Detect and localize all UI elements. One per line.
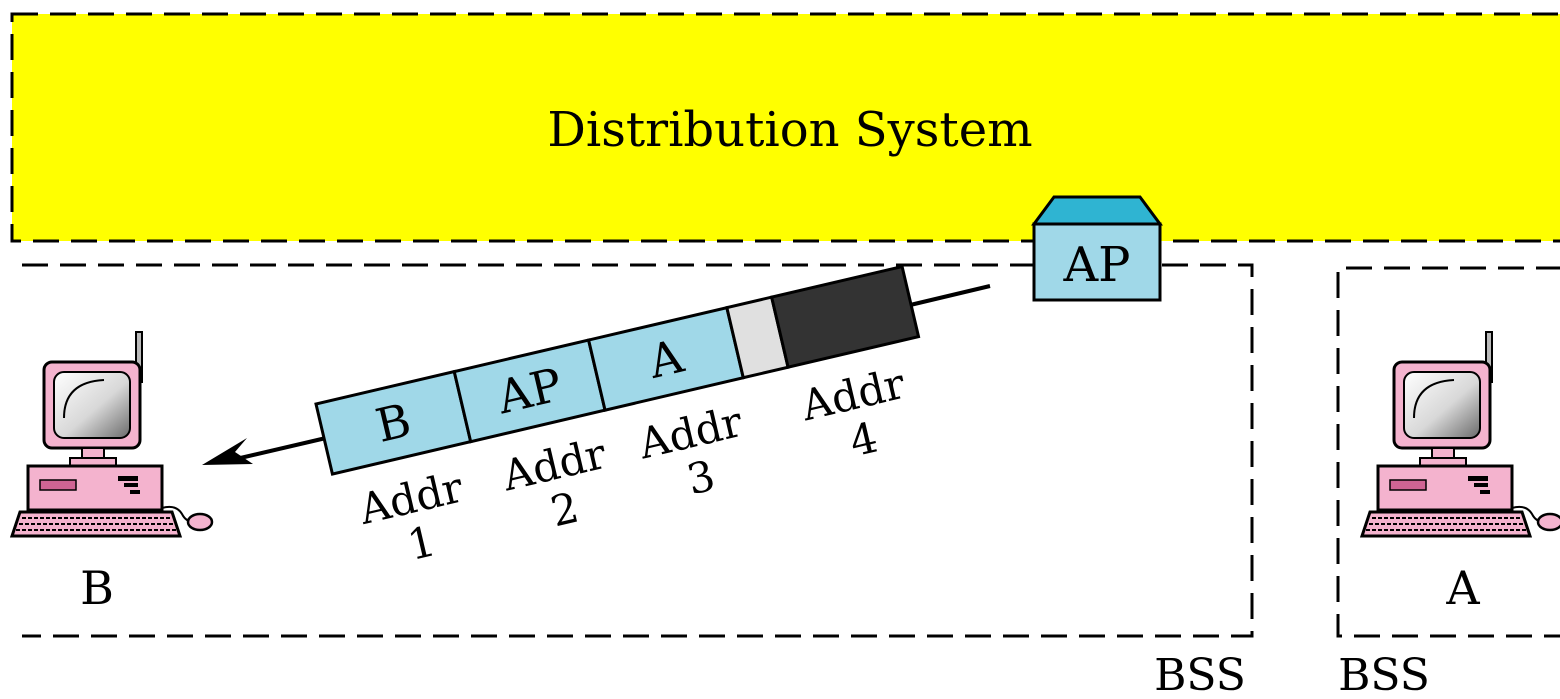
distribution-system-label: Distribution System bbox=[547, 102, 1032, 158]
bss-label-left: BSS bbox=[1154, 650, 1246, 699]
frame: B AP A Addr 1 Addr 2 Addr 3 Addr 4 bbox=[314, 264, 921, 570]
addr-label-3-number: 3 bbox=[682, 451, 719, 505]
computer-station-b-icon bbox=[10, 330, 214, 538]
addr-label-2-number: 2 bbox=[546, 483, 583, 537]
transmission-line-tail bbox=[905, 284, 991, 308]
addr-label-1-number: 1 bbox=[403, 516, 440, 570]
station-b-label: B bbox=[80, 561, 114, 615]
computer-station-a-icon bbox=[1360, 330, 1560, 538]
transmission-line-head bbox=[235, 436, 327, 461]
distribution-system-area bbox=[10, 12, 1560, 243]
addr-label-4-number: 4 bbox=[845, 412, 882, 466]
bss-boundary-left bbox=[22, 263, 1254, 638]
frame-field-data bbox=[769, 264, 921, 370]
access-point-label: AP bbox=[1063, 237, 1131, 293]
station-a-label: A bbox=[1445, 561, 1480, 615]
bss-boundary-right bbox=[1336, 266, 1560, 638]
access-point-icon: AP bbox=[1031, 195, 1163, 302]
bss-label-right: BSS bbox=[1338, 650, 1430, 699]
transmission-arrowhead-icon bbox=[202, 438, 253, 465]
